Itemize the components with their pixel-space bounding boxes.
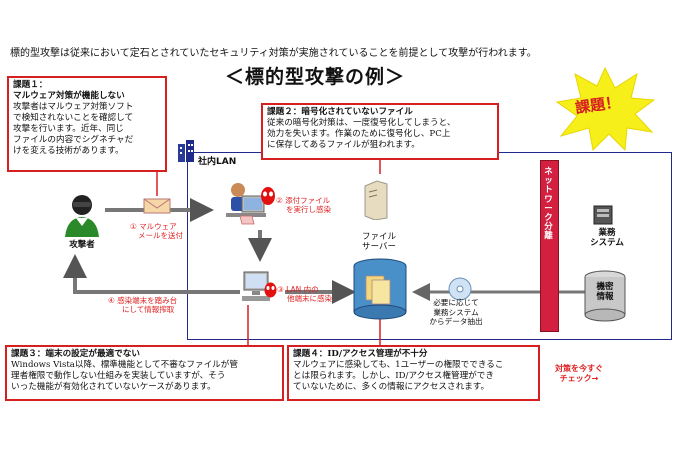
issue-2-heading: 課題２：暗号化されていないファイル (267, 107, 413, 117)
issue-3-line: いった機能が有効化されていないケースがあります。 (11, 382, 216, 392)
database-icon (584, 270, 626, 322)
check-now-line: チェック→ (559, 374, 599, 383)
lan-label: 社内LAN (198, 157, 237, 167)
step-3-line: 他端末に感染 (287, 294, 332, 303)
issue-2-line: 効力を失います。作業のために復号化し、PC上 (267, 129, 451, 139)
network-separation-char: ク (544, 213, 553, 224)
step-4-line: ④ 感染端末を踏み台 (108, 296, 178, 305)
attacker-label: 攻撃者 (69, 240, 95, 250)
issue-1-line: ファイルの内容でシグネチャだ (13, 135, 134, 145)
network-separation-bar (540, 160, 559, 332)
network-separation-char: ー (544, 203, 553, 214)
network-separation-char: ッ (544, 176, 553, 187)
file-storage-icon (353, 258, 407, 320)
virus-icon (264, 282, 277, 298)
attacker-icon (65, 195, 99, 237)
issue-2-line: 従来の暗号化対策は、一度復号化してしまうと、 (267, 118, 456, 128)
issue-4-line: とは限られます。しかし、ID/アクセス権管理ができ (293, 371, 494, 381)
issue-4-heading: 課題４：ID/アクセス管理が不十分 (293, 349, 428, 359)
issue-1-line: 攻撃を行います。近年、同じ (13, 124, 124, 134)
network-separation-char: ワ (544, 194, 553, 205)
step-1-line: ① マルウェア (130, 222, 177, 231)
issue-3-box: 課題３：端末の設定が最適でない Windows Vista以降、標準機能として不… (5, 345, 284, 401)
network-separation-char: ネ (544, 167, 553, 177)
network-separation-char: 離 (544, 231, 553, 242)
issue-1-heading: 課題１： (13, 80, 48, 90)
issue-1-heading-2: マルウェア対策が機能しない (13, 91, 125, 101)
step-3-label: ③ LAN 内の 他端末に感染 (277, 285, 332, 303)
issue-3-line: 理者権限で動作しない仕組みを実装していますが、そう (11, 371, 226, 381)
extract-line: 業務システム (433, 307, 479, 317)
issue-1-line: 攻撃者はマルウェア対策ソフト (13, 102, 134, 112)
lan-pc-icon (242, 271, 270, 301)
starburst-badge (555, 66, 655, 151)
file-server-label: ファイル サーバー (352, 232, 406, 252)
extract-line: からデータ抽出 (429, 317, 483, 326)
extract-label: 必要に応じて 業務システム からデータ抽出 (420, 298, 492, 327)
confidential-line: 機密 (596, 282, 614, 292)
intro-text: 標的型攻撃は従来において定石とされていたセキュリティ対策が実施されていることを前… (10, 48, 537, 59)
network-separation-label: ネ ッ ト ワ ー ク 分 離 (540, 167, 557, 242)
disc-icon (448, 277, 472, 301)
building-icon (178, 140, 194, 162)
step-2-line: ② 添付ファイル (276, 196, 331, 205)
step-4-line: にして情報搾取 (122, 305, 175, 314)
confidential-label: 機密 情報 (582, 282, 628, 302)
issue-3-line: Windows Vista以降、標準機能として不審なファイルが管 (11, 360, 238, 370)
step-1-line: メールを送付 (138, 231, 183, 240)
biz-system-label: 業務 システム (580, 228, 634, 248)
diagram-title: ＜標的型攻撃の例＞ (225, 66, 406, 88)
issue-4-box: 課題４：ID/アクセス管理が不十分 マルウェアに感染しても、1ユーザーの権限でで… (287, 345, 540, 401)
network-separation-char: 分 (544, 222, 553, 233)
confidential-line: 情報 (596, 292, 614, 302)
virus-icon (261, 187, 275, 205)
file-server-line: サーバー (362, 242, 396, 252)
step-2-line: を実行し感染 (286, 205, 331, 214)
issue-4-line: ていないために、多くの情報にアクセスされます。 (293, 382, 490, 392)
step-2-label: ② 添付ファイル を実行し感染 (276, 196, 331, 214)
issue-2-line: に保存してあるファイルが狙われます。 (267, 140, 420, 150)
biz-system-line: システム (590, 238, 624, 248)
issue-1-line: けを変える技術があります。 (13, 146, 124, 156)
building-server-icon (593, 205, 613, 225)
step-1-label: ① マルウェア メールを送付 (130, 222, 183, 240)
check-now-link[interactable]: 対策を今すぐ チェック→ (555, 364, 603, 384)
issue-3-heading: 課題３：端末の設定が最適でない (11, 349, 140, 359)
step-4-label: ④ 感染端末を踏み台 にして情報搾取 (108, 296, 177, 314)
biz-system-line: 業務 (598, 228, 616, 238)
server-icon (364, 180, 388, 220)
infected-pc-icon (226, 183, 266, 225)
file-server-line: ファイル (361, 232, 396, 242)
issue-2-box: 課題２：暗号化されていないファイル 従来の暗号化対策は、一度復号化してしまうと、… (261, 103, 499, 160)
issue-1-box: 課題１： マルウェア対策が機能しない 攻撃者はマルウェア対策ソフト で検知されな… (7, 76, 167, 172)
issue-1-line: で検知されないことを確認して (13, 113, 134, 123)
extract-line: 必要に応じて (433, 298, 479, 307)
check-now-line: 対策を今すぐ (555, 364, 603, 373)
email-icon (143, 198, 171, 214)
issue-4-line: マルウェアに感染しても、1ユーザーの権限でできるこ (293, 360, 504, 370)
step-3-line: ③ LAN 内の (277, 285, 319, 294)
network-separation-char: ト (544, 185, 553, 196)
